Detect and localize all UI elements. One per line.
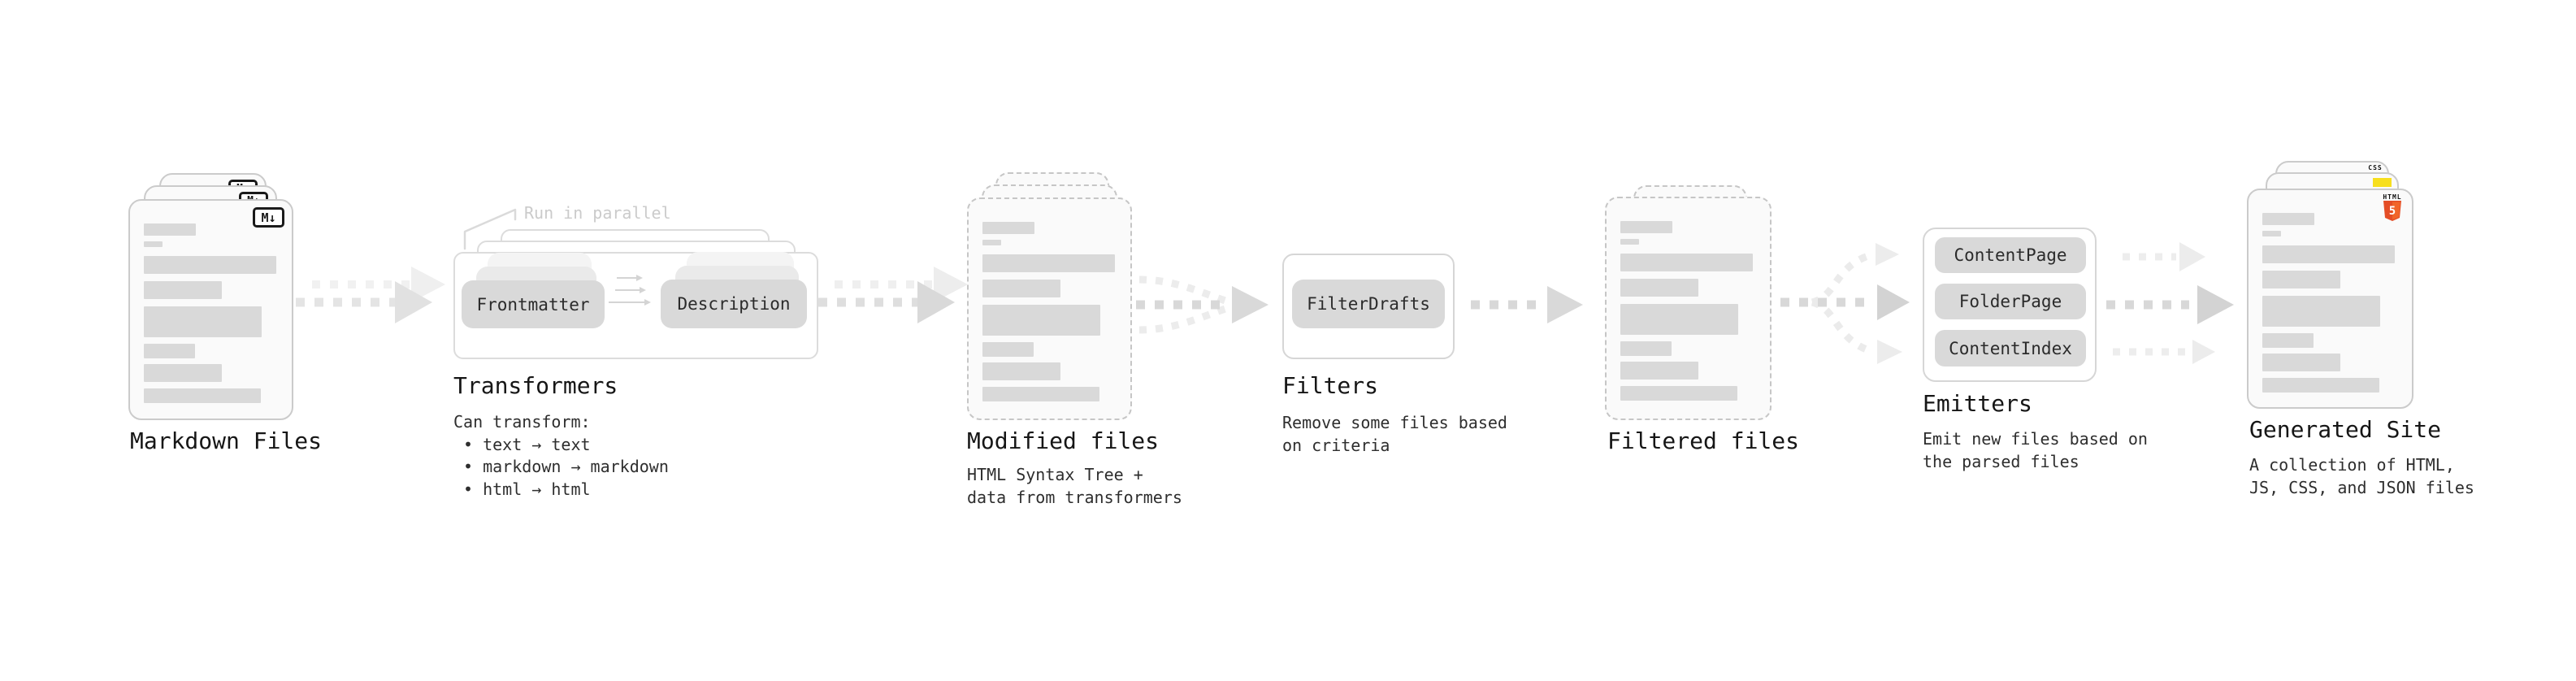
emitter-node-contentindex: ContentIndex bbox=[1935, 330, 2086, 367]
file-content-placeholder bbox=[1620, 221, 1753, 401]
generated-site-label: Generated Site bbox=[2249, 416, 2442, 443]
arrow-emitters-to-generated bbox=[2106, 242, 2234, 364]
transformer-node-description: Description bbox=[661, 280, 807, 328]
js-file-icon bbox=[2373, 178, 2392, 187]
file-content-placeholder bbox=[982, 222, 1115, 401]
transformers-bullet: • html → html bbox=[463, 479, 591, 499]
filter-node-filterdrafts: FilterDrafts bbox=[1292, 280, 1445, 328]
arrow-transformers-to-modified bbox=[818, 267, 968, 323]
filters-description: Remove some files based bbox=[1282, 413, 1507, 432]
run-in-parallel-note: Run in parallel bbox=[524, 203, 671, 223]
emitter-node-folderpage: FolderPage bbox=[1935, 284, 2086, 319]
modified-files-description: HTML Syntax Tree + bbox=[967, 465, 1143, 484]
filters-description: on criteria bbox=[1282, 435, 1390, 455]
markdown-file-card: M↓ bbox=[128, 199, 293, 420]
file-content-placeholder bbox=[2262, 213, 2395, 393]
markdown-icon: M↓ bbox=[253, 207, 284, 228]
filtered-files-label: Filtered files bbox=[1607, 427, 1800, 454]
modified-file-card bbox=[967, 197, 1132, 420]
file-content-placeholder bbox=[144, 223, 276, 403]
html5-icon: HTML 5 bbox=[2382, 193, 2403, 225]
arrow-modified-to-filters bbox=[1136, 275, 1268, 334]
modified-files-description: data from transformers bbox=[967, 487, 1182, 507]
emitters-description: Emit new files based on bbox=[1923, 429, 2148, 449]
markdown-files-label: Markdown Files bbox=[130, 427, 323, 454]
generated-site-description: A collection of HTML, bbox=[2249, 455, 2455, 475]
transformers-intro: Can transform: bbox=[453, 412, 591, 432]
parallel-flow-arrows bbox=[609, 275, 651, 306]
generated-file-card-html: HTML 5 bbox=[2247, 189, 2413, 409]
generated-site-description: JS, CSS, and JSON files bbox=[2249, 477, 2474, 497]
run-in-parallel-connector bbox=[463, 208, 517, 250]
arrow-markdown-to-transformers bbox=[296, 267, 445, 323]
emitter-node-contentpage: ContentPage bbox=[1935, 237, 2086, 273]
arrow-filtered-to-emitters bbox=[1780, 243, 1910, 364]
svg-text:5: 5 bbox=[2389, 205, 2396, 218]
transformers-bullet: • markdown → markdown bbox=[463, 457, 669, 476]
transformer-node-frontmatter: Frontmatter bbox=[462, 280, 605, 328]
emitters-description: the parsed files bbox=[1923, 451, 2079, 471]
emitters-heading: Emitters bbox=[1923, 390, 2032, 417]
transformers-bullet: • text → text bbox=[463, 434, 591, 454]
arrow-filters-to-filtered bbox=[1471, 286, 1583, 323]
filters-heading: Filters bbox=[1282, 372, 1379, 399]
modified-files-label: Modified files bbox=[967, 427, 1160, 454]
filtered-file-card bbox=[1605, 197, 1772, 420]
transformers-heading: Transformers bbox=[453, 372, 618, 399]
